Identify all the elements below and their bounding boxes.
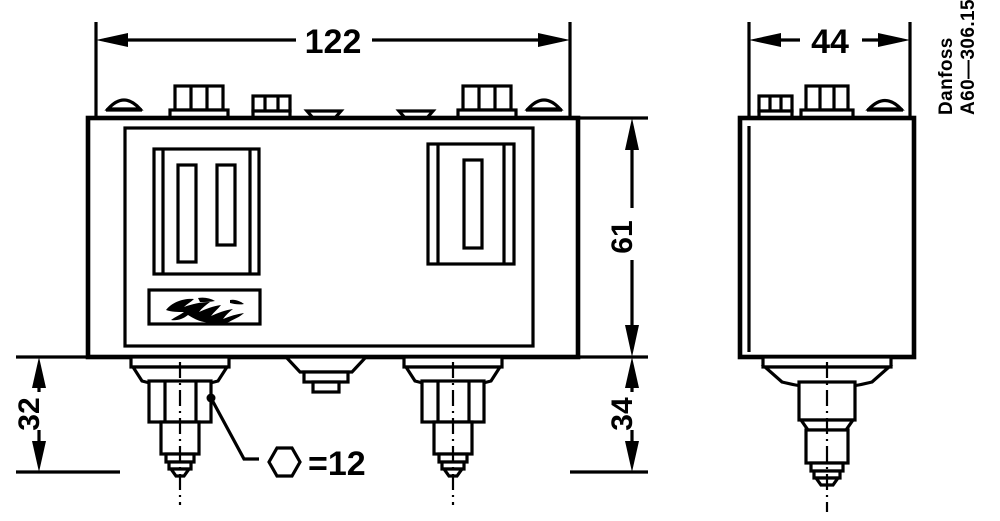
dim-122-arrow-left: [96, 33, 128, 47]
side-terminal-small: [757, 94, 794, 121]
scale-window-left: [152, 147, 261, 276]
front-view: 122: [13, 22, 648, 505]
center-mount-boss: [282, 355, 370, 394]
danfoss-logo-plate: [147, 288, 262, 326]
dim-32-arrow-bottom: [32, 441, 46, 472]
danfoss-logo-mark: [166, 298, 244, 324]
danfoss-logo: [166, 297, 244, 324]
dim-122-arrow-right: [538, 33, 570, 47]
housing-inner-panel: [123, 126, 535, 348]
scale-right-slot-1: [462, 158, 484, 250]
hexagon-icon: [267, 446, 302, 478]
dim-61-label: 61: [606, 220, 639, 253]
dim-44-label: 44: [811, 23, 849, 61]
reference-block: Danfoss A60—306.15: [936, 0, 979, 115]
side-terminal-small-body: [757, 94, 794, 113]
dim-61-arrow-top: [625, 118, 639, 150]
scale-left-frame: [152, 147, 261, 276]
dim-122-label: 122: [305, 23, 362, 61]
terminal-block-small: [251, 94, 292, 121]
danfoss-logo-mark-tail: [230, 299, 244, 305]
gland-right: [524, 98, 564, 111]
hex-callout-label: =12: [308, 445, 366, 483]
boss-stem: [311, 380, 341, 394]
scale-left-slot-1: [176, 163, 198, 264]
reference-code: A60—306.15: [958, 0, 979, 115]
dimension-32: 32: [13, 357, 46, 472]
dim-32-arrow-top: [32, 357, 46, 388]
connector-assembly-left: [129, 355, 259, 505]
dim-32-label: 32: [13, 397, 46, 430]
connector-assembly-right: [402, 355, 504, 505]
scale-window-right: [426, 142, 516, 266]
dim-34-label: 34: [606, 397, 639, 431]
hex-callout: =12: [267, 445, 366, 483]
side-housing: [737, 115, 917, 360]
dim-44-arrow-left: [749, 33, 781, 47]
side-connector-assembly: [760, 355, 894, 512]
terminal-block-left: [168, 84, 230, 121]
terminal-small-body: [251, 94, 292, 113]
side-terminal-large: [799, 84, 855, 121]
dimension-34: 34: [606, 357, 639, 472]
dimension-61: 61: [606, 118, 639, 357]
front-view-extension-lines: [16, 22, 648, 474]
front-top-fittings: [104, 84, 564, 121]
dim-61-arrow-bottom: [625, 325, 639, 357]
dimension-44: 44: [749, 23, 910, 61]
hex-callout-leader: [209, 397, 259, 461]
dim-34-arrow-top: [625, 357, 639, 388]
gland-left: [104, 98, 144, 111]
terminal-block-right: [456, 84, 518, 121]
danfoss-logo-mark-top: [198, 297, 215, 302]
boss-taper: [282, 355, 370, 374]
side-gland: [865, 98, 905, 111]
terminal-left-body: [173, 84, 225, 112]
scale-left-slot-2: [215, 163, 237, 247]
dim-44-arrow-right: [878, 33, 910, 47]
thread-right-tip: [440, 467, 466, 478]
thread-left-tip: [167, 467, 193, 478]
dim-34-arrow-bottom: [625, 441, 639, 472]
terminal-right-body: [461, 84, 513, 112]
dimension-122: 122: [96, 23, 570, 61]
side-terminal-large-body: [804, 84, 850, 112]
reference-company: Danfoss: [936, 37, 957, 115]
side-view: 44: [737, 22, 917, 512]
side-housing-outer: [737, 115, 917, 360]
side-top-fittings: [757, 84, 905, 121]
